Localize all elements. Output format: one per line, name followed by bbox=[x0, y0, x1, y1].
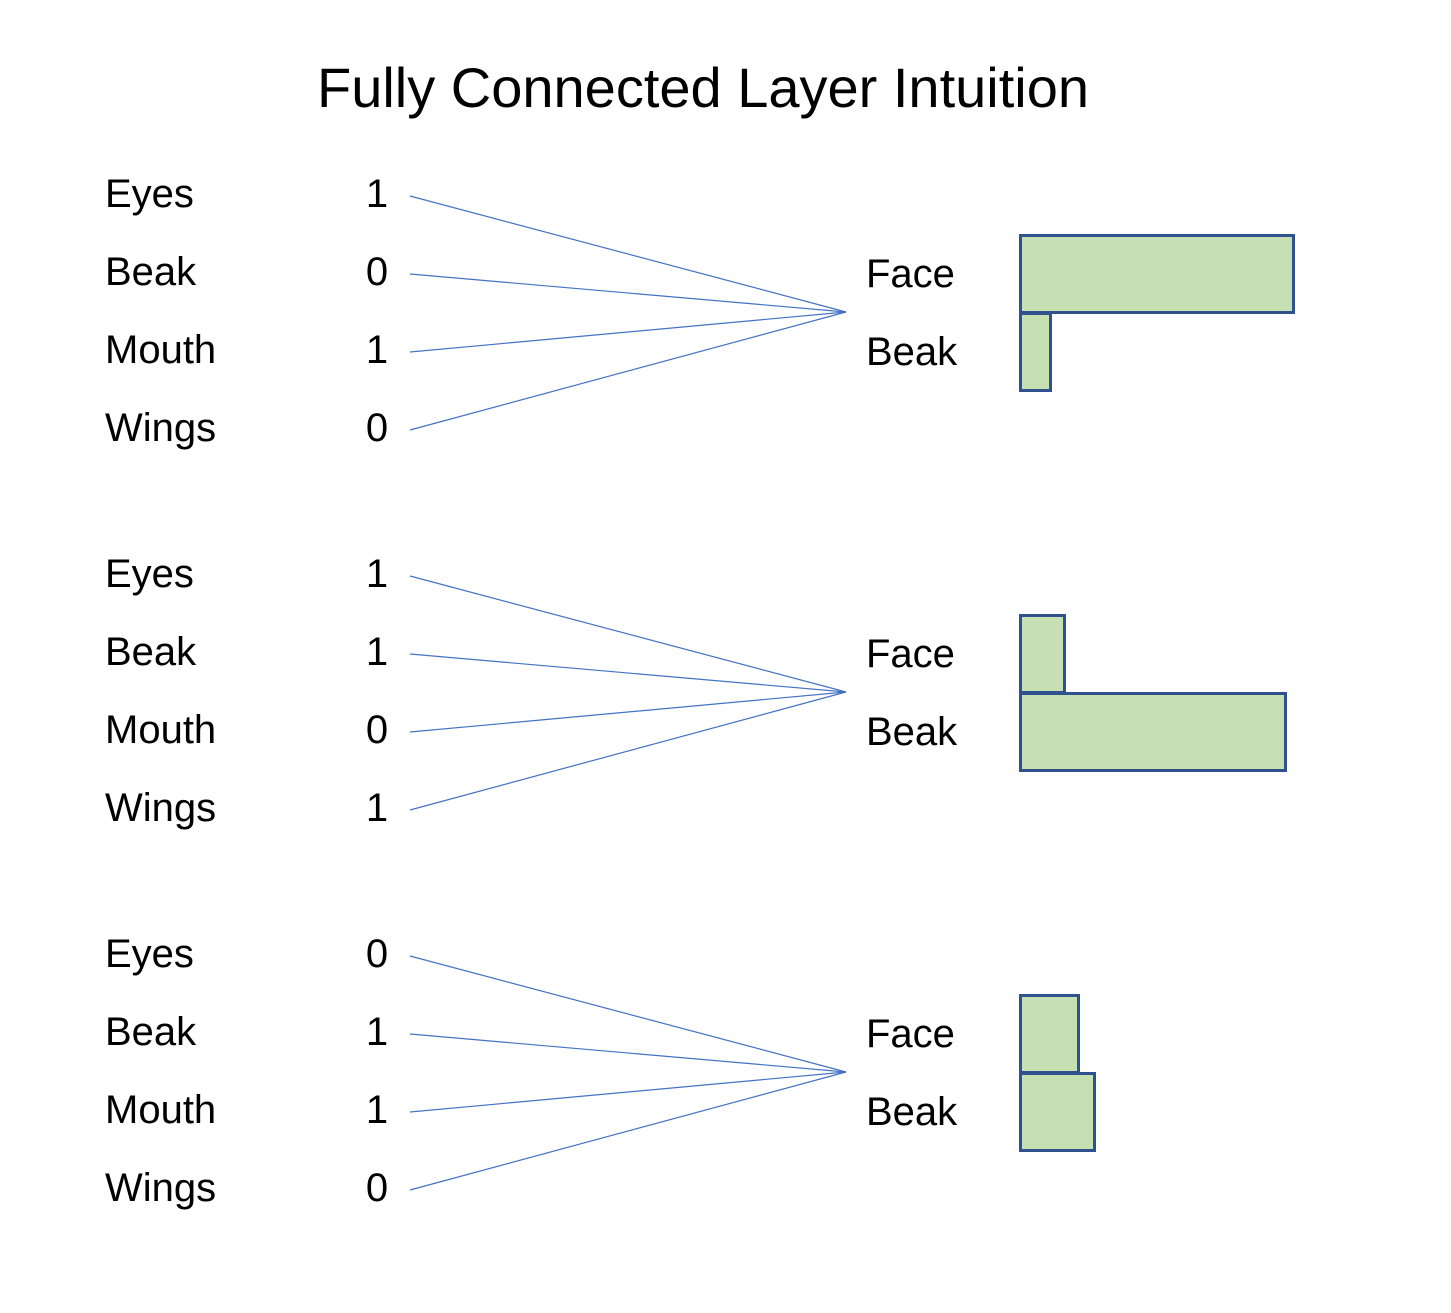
input-label-eyes: Eyes bbox=[105, 172, 194, 216]
diagram-title: Fully Connected Layer Intuition bbox=[317, 56, 1089, 119]
input-value-wings: 0 bbox=[365, 406, 389, 450]
input-value-beak: 1 bbox=[365, 630, 389, 674]
output-label-beak: Beak bbox=[866, 710, 958, 754]
connection-line-eyes bbox=[409, 955, 847, 1073]
output-label-face: Face bbox=[866, 1012, 955, 1056]
input-label-eyes: Eyes bbox=[105, 552, 194, 596]
connection-line-wings bbox=[409, 691, 847, 811]
input-value-wings: 0 bbox=[365, 1166, 389, 1210]
connection-line-eyes bbox=[409, 575, 847, 693]
input-label-wings: Wings bbox=[105, 786, 217, 830]
connection-line-wings bbox=[409, 311, 847, 431]
input-label-mouth: Mouth bbox=[105, 1088, 217, 1132]
output-bar-beak bbox=[1019, 692, 1287, 772]
input-label-mouth: Mouth bbox=[105, 708, 217, 752]
input-value-eyes: 1 bbox=[365, 172, 389, 216]
input-label-beak: Beak bbox=[105, 1010, 197, 1054]
connection-line-eyes bbox=[409, 195, 847, 313]
input-value-beak: 0 bbox=[365, 250, 389, 294]
input-value-mouth: 0 bbox=[365, 708, 389, 752]
input-label-wings: Wings bbox=[105, 1166, 217, 1210]
output-label-face: Face bbox=[866, 252, 955, 296]
output-label-beak: Beak bbox=[866, 330, 958, 374]
input-value-mouth: 1 bbox=[365, 328, 389, 372]
output-bar-beak bbox=[1019, 1072, 1096, 1152]
connection-line-beak bbox=[409, 1033, 847, 1073]
connection-lines bbox=[409, 195, 847, 431]
input-value-eyes: 0 bbox=[365, 932, 389, 976]
connection-line-beak bbox=[409, 653, 847, 693]
input-label-eyes: Eyes bbox=[105, 932, 194, 976]
connection-line-wings bbox=[409, 1071, 847, 1191]
connection-line-mouth bbox=[409, 691, 847, 733]
input-value-mouth: 1 bbox=[365, 1088, 389, 1132]
connection-line-mouth bbox=[409, 311, 847, 353]
connection-lines bbox=[409, 955, 847, 1191]
output-bar-face bbox=[1019, 614, 1066, 694]
output-label-beak: Beak bbox=[866, 1090, 958, 1134]
output-label-face: Face bbox=[866, 632, 955, 676]
input-label-beak: Beak bbox=[105, 250, 197, 294]
input-label-wings: Wings bbox=[105, 406, 217, 450]
connection-line-mouth bbox=[409, 1071, 847, 1113]
connection-lines bbox=[409, 575, 847, 811]
output-bar-face bbox=[1019, 994, 1080, 1074]
input-value-wings: 1 bbox=[365, 786, 389, 830]
connection-line-beak bbox=[409, 273, 847, 313]
input-label-mouth: Mouth bbox=[105, 328, 217, 372]
output-bar-face bbox=[1019, 234, 1295, 314]
input-label-beak: Beak bbox=[105, 630, 197, 674]
input-value-eyes: 1 bbox=[365, 552, 389, 596]
input-value-beak: 1 bbox=[365, 1010, 389, 1054]
output-bar-beak bbox=[1019, 312, 1052, 392]
